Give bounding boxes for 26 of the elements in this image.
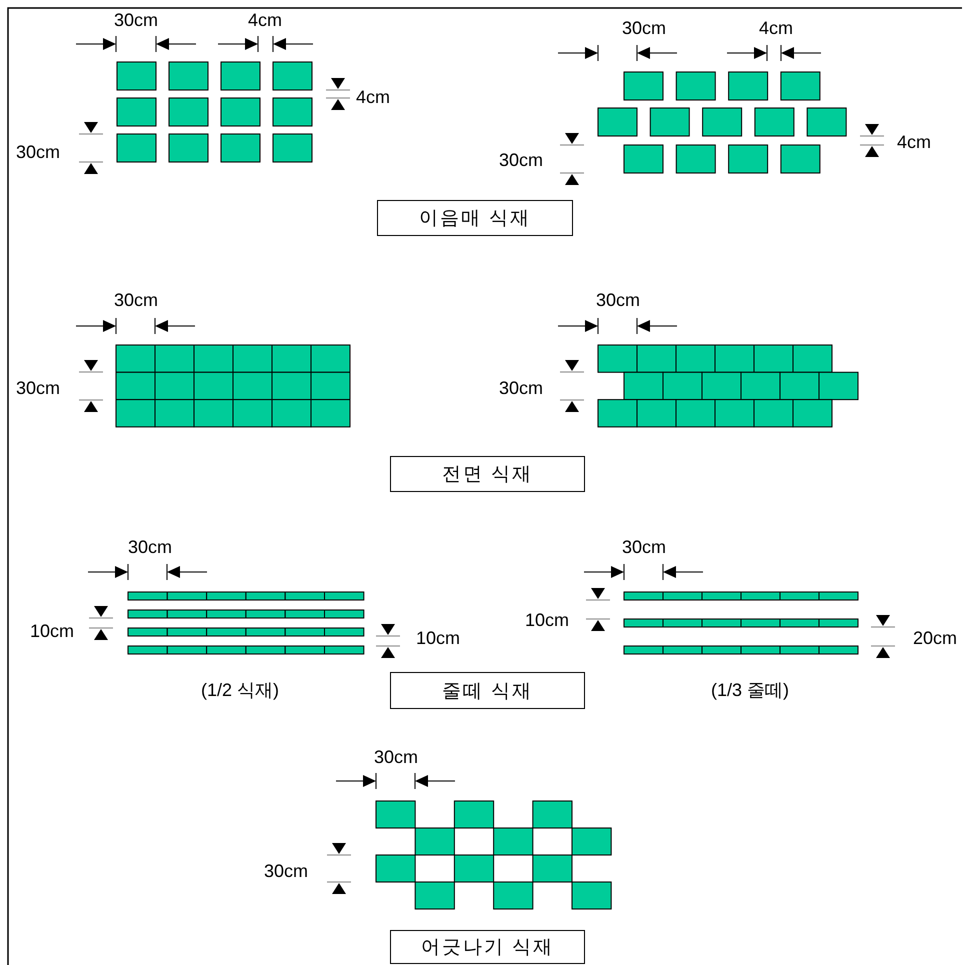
dimension-label: 30cm: [622, 19, 666, 37]
caption-label: (1/3 줄떼): [711, 681, 789, 699]
dimension-label: 30cm: [374, 748, 418, 766]
title-box: 이음매 식재: [377, 200, 573, 236]
title-box: 줄떼 식재: [390, 672, 585, 709]
dimension-label: 30cm: [16, 379, 60, 397]
dimension-label: 30cm: [596, 291, 640, 309]
dimension-label: 10cm: [525, 611, 569, 629]
dimension-label: 30cm: [16, 143, 60, 161]
dimension-label: 30cm: [114, 11, 158, 29]
dimension-label: 4cm: [356, 88, 390, 106]
dimension-label: 10cm: [30, 622, 74, 640]
dimension-label: 30cm: [264, 862, 308, 880]
dimension-label: 30cm: [114, 291, 158, 309]
caption-label: (1/2 식재): [201, 681, 279, 699]
dimension-label: 20cm: [913, 629, 957, 647]
dimension-label: 30cm: [499, 379, 543, 397]
dimension-label: 30cm: [128, 538, 172, 556]
dimension-label: 30cm: [499, 151, 543, 169]
dimension-label: 30cm: [622, 538, 666, 556]
dimension-label: 10cm: [416, 629, 460, 647]
dimension-label: 4cm: [759, 19, 793, 37]
title-box: 어긋나기 식재: [390, 930, 585, 964]
title-box: 전면 식재: [390, 456, 585, 492]
dimension-label: 4cm: [897, 133, 931, 151]
dimension-label: 4cm: [248, 11, 282, 29]
